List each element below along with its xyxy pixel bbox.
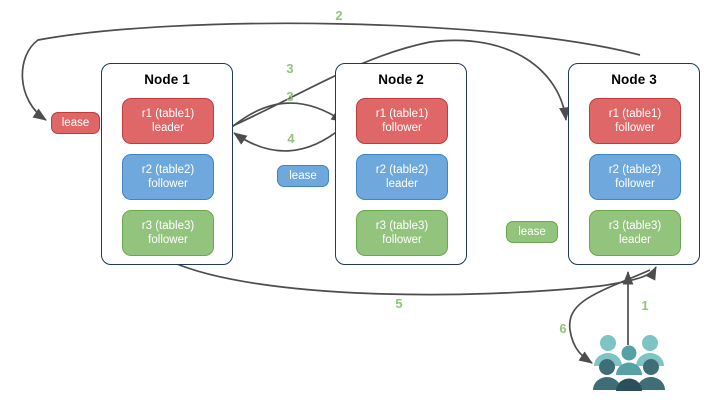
replica-r3[interactable]: r3 (table3) follower	[356, 210, 448, 256]
node-title: Node 2	[378, 72, 424, 87]
lease-badge-red[interactable]: lease	[51, 112, 100, 134]
edge-5	[171, 261, 657, 296]
replica-role: follower	[382, 122, 422, 134]
replica-r3[interactable]: r3 (table3) follower	[122, 210, 214, 256]
replica-role: leader	[386, 178, 418, 190]
replica-role: leader	[619, 234, 651, 246]
replica-r1[interactable]: r1 (table1) leader	[122, 98, 214, 144]
replica-r1[interactable]: r1 (table1) follower	[589, 98, 681, 144]
node-title: Node 3	[611, 72, 657, 87]
replica-name: r3 (table3)	[141, 220, 195, 232]
replica-name: r1 (table1)	[375, 108, 429, 120]
step-label-3-lower: 3	[286, 89, 294, 104]
replica-role: follower	[382, 234, 422, 246]
replica-name: r3 (table3)	[608, 220, 662, 232]
replica-role: leader	[152, 122, 184, 134]
users-icon	[592, 334, 666, 392]
replica-r2[interactable]: r2 (table2) follower	[122, 154, 214, 200]
step-label-4: 4	[287, 131, 295, 146]
step-label-2: 2	[335, 8, 343, 23]
replica-name: r2 (table2)	[375, 164, 429, 176]
replica-role: follower	[148, 178, 188, 190]
replica-r2[interactable]: r2 (table2) leader	[356, 154, 448, 200]
step-label-6: 6	[559, 321, 567, 336]
step-label-5: 5	[395, 296, 403, 311]
replica-role: follower	[615, 178, 655, 190]
replica-r3[interactable]: r3 (table3) leader	[589, 210, 681, 256]
lease-badge-green[interactable]: lease	[506, 221, 558, 243]
node-card-1[interactable]: Node 1 r1 (table1) leader r2 (table2) fo…	[101, 63, 233, 265]
replica-name: r2 (table2)	[141, 164, 195, 176]
node-card-3[interactable]: Node 3 r1 (table1) follower r2 (table2) …	[568, 63, 700, 265]
step-label-3-upper: 3	[286, 61, 294, 76]
edge-3-lens	[231, 102, 345, 128]
step-label-1: 1	[641, 298, 649, 313]
node-title: Node 1	[144, 72, 190, 87]
replica-r2[interactable]: r2 (table2) follower	[589, 154, 681, 200]
replica-name: r3 (table3)	[375, 220, 429, 232]
replica-name: r1 (table1)	[141, 108, 195, 120]
replica-role: follower	[148, 234, 188, 246]
replica-name: r2 (table2)	[608, 164, 662, 176]
replica-role: follower	[615, 122, 655, 134]
replica-name: r1 (table1)	[608, 108, 662, 120]
replica-r1[interactable]: r1 (table1) follower	[356, 98, 448, 144]
node-card-2[interactable]: Node 2 r1 (table1) follower r2 (table2) …	[335, 63, 467, 265]
lease-badge-blue[interactable]: lease	[277, 165, 329, 187]
